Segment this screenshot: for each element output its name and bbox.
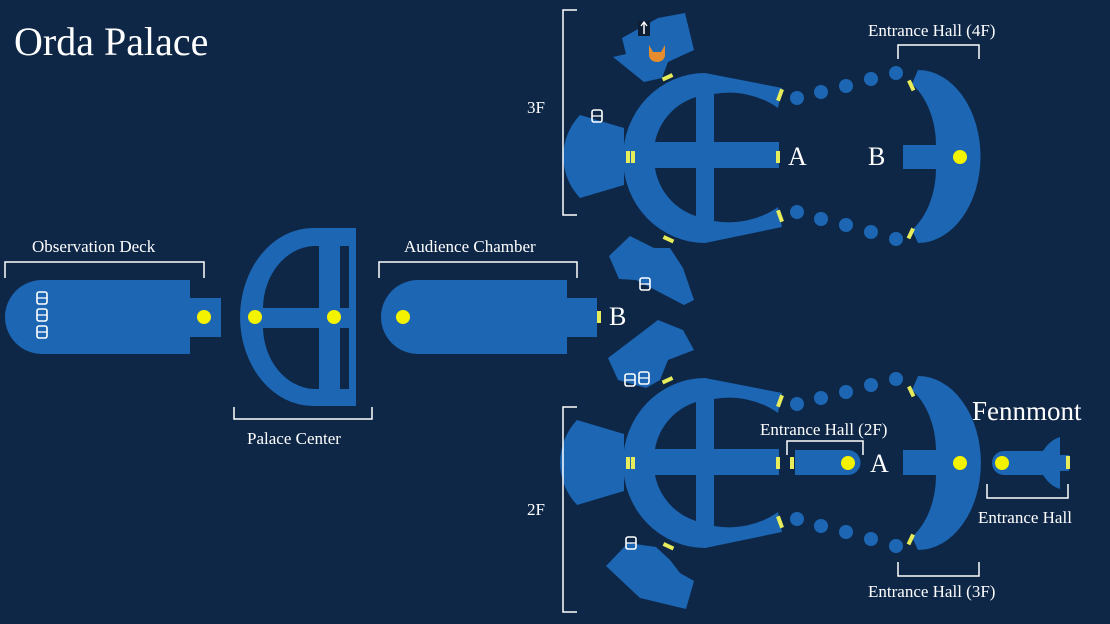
fennmont-door[interactable]	[1066, 456, 1070, 469]
upper-south-dots	[790, 205, 903, 246]
bracket-entrance-hall-4f	[897, 44, 980, 59]
upper-floor-3f	[562, 9, 981, 305]
label-entrance-hall-3f: Entrance Hall (3F)	[868, 582, 996, 601]
upper-north-tower	[613, 13, 694, 82]
lower-south-dots	[790, 512, 903, 553]
upper-south-tower	[609, 236, 694, 305]
marker-a-upper: A	[788, 142, 807, 171]
bracket-2f	[562, 406, 577, 613]
audience-chamber-door[interactable]	[597, 311, 601, 323]
palace-center-bracket	[233, 407, 373, 420]
upper-north-dots	[790, 66, 903, 105]
fennmont-entrance-hall	[986, 437, 1070, 499]
lower-hub-room	[623, 378, 782, 548]
fox-enemy-icon	[649, 45, 665, 62]
observation-deck-bracket	[4, 261, 205, 278]
label-fennmont: Fennmont	[972, 396, 1082, 426]
marker-b-upper: B	[868, 142, 886, 171]
ladder-icon	[638, 20, 650, 36]
label-entrance-hall-2f: Entrance Hall (2F)	[760, 420, 888, 439]
palace-center-warp-east[interactable]	[327, 310, 341, 324]
lower-doors	[626, 376, 916, 551]
label-palace-center: Palace Center	[247, 429, 341, 448]
lower-north-dots	[790, 372, 903, 411]
label-audience-chamber: Audience Chamber	[404, 237, 536, 256]
audience-chamber-room	[381, 280, 597, 354]
label-entrance-hall: Entrance Hall	[978, 508, 1072, 527]
lower-east-warp[interactable]	[953, 456, 967, 470]
bracket-entrance-hall	[986, 484, 1069, 499]
fennmont-warp[interactable]	[995, 456, 1009, 470]
label-entrance-hall-4f: Entrance Hall (4F)	[868, 21, 996, 40]
upper-doors	[626, 73, 916, 244]
upper-west-wing	[563, 115, 624, 198]
label-floor-2f: 2F	[527, 500, 545, 519]
lower-north-tower	[608, 320, 694, 388]
observation-deck-warp[interactable]	[197, 310, 211, 324]
upper-hub-room	[623, 73, 782, 243]
map-title: Orda Palace	[14, 19, 209, 64]
bracket-3f	[562, 9, 577, 216]
label-floor-3f: 3F	[527, 98, 545, 117]
fennmont-entrance-room	[992, 437, 1069, 489]
lower-floor-2f	[560, 320, 981, 613]
lower-south-tower	[606, 543, 694, 609]
audience-chamber-warp[interactable]	[396, 310, 410, 324]
palace-center-warp-west[interactable]	[248, 310, 262, 324]
bracket-entrance-hall-3f	[897, 562, 980, 577]
observation-deck-room	[5, 280, 221, 354]
marker-a-lower: A	[870, 449, 889, 478]
lower-west-wing	[560, 420, 624, 505]
palace-center-room	[240, 228, 356, 406]
entrance-hall-2f-warp[interactable]	[841, 456, 855, 470]
upper-east-warp[interactable]	[953, 150, 967, 164]
bracket-entrance-hall-2f	[786, 440, 864, 455]
label-observation-deck: Observation Deck	[32, 237, 156, 256]
audience-chamber-bracket	[378, 261, 578, 278]
marker-b-middle: B	[609, 302, 627, 331]
